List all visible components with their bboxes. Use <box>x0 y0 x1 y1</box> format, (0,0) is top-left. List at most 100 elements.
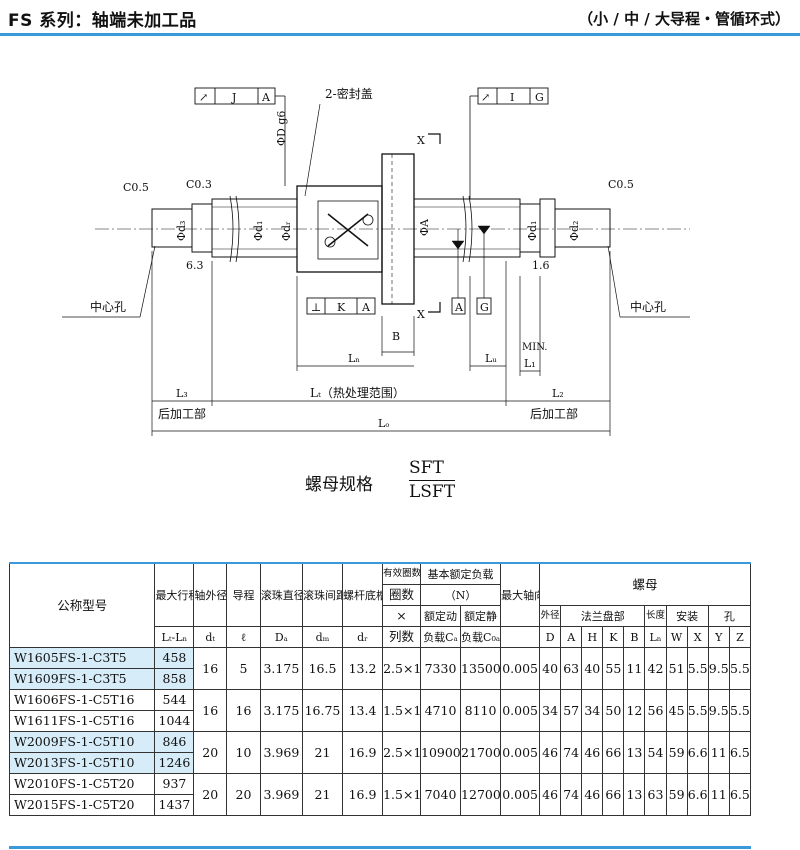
cell-b: 13 <box>623 731 646 774</box>
model-cell: W2010FS-1-C5T20 <box>8 773 156 795</box>
chamfer-c03: C0.3 <box>186 178 212 191</box>
stroke-cell: 1246 <box>154 752 195 774</box>
cell-h: 40 <box>581 647 604 690</box>
dim-d2: Φd₂ <box>568 221 581 241</box>
cell-pcd: 21 <box>301 731 344 774</box>
col-stroke: 最大行程 <box>154 562 195 627</box>
cell-ball: 3.175 <box>259 689 303 732</box>
header-rule <box>0 33 800 36</box>
col-model: 公称型号 <box>8 562 156 648</box>
roughness-1-6: 1.6 <box>532 259 550 272</box>
cell-root: 13.4 <box>342 689 384 732</box>
spec-table: 公称型号 最大行程 轴外径 导程 滚珠直径 滚珠间距圆直径 螺杆底槽直径 有效圈… <box>8 562 752 816</box>
page-header: FS 系列：轴端未加工品 （小 / 中 / 大导程・管循环式） <box>0 0 800 36</box>
svg-text:K: K <box>337 301 346 314</box>
stroke-cell: 1437 <box>154 794 195 816</box>
svg-text:G: G <box>535 91 544 104</box>
cell-root: 16.9 <box>342 731 384 774</box>
cell-ln: 63 <box>644 773 667 816</box>
stroke-cell: 858 <box>154 668 195 690</box>
nut-spec-label: 螺母规格 <box>305 475 373 495</box>
datum-g: G <box>476 225 492 315</box>
tolerance-frame-right: ↗ I G <box>469 87 549 199</box>
dim-L2: L₂ <box>552 387 564 400</box>
cell-z: 6.5 <box>728 731 752 774</box>
cell-ln: 54 <box>644 731 667 774</box>
post-processing-left: 后加工部 <box>158 406 206 421</box>
dim-dr: Φdᵣ <box>280 221 293 241</box>
cell-d: 40 <box>539 647 562 690</box>
cell-lead: 5 <box>226 647 261 690</box>
cell-coa: 12700 <box>460 773 502 816</box>
dim-L3: L₃ <box>176 387 188 400</box>
cell-h: 46 <box>581 773 604 816</box>
cell-coa: 21700 <box>460 731 502 774</box>
cell-a: 74 <box>560 773 583 816</box>
phi-g6-label: ΦD g6 <box>275 111 288 146</box>
cell-a: 74 <box>560 731 583 774</box>
cell-y: 9.5 <box>707 689 730 732</box>
model-cell: W1606FS-1-C5T16 <box>8 689 156 711</box>
cell-turns: 2.5×1 <box>382 647 421 690</box>
stroke-cell: 544 <box>154 689 195 711</box>
cell-k: 66 <box>602 773 625 816</box>
right-shaft-end <box>554 208 611 248</box>
col-load: 基本额定负载 <box>419 562 502 585</box>
cell-pcd: 16.5 <box>301 647 344 690</box>
cell-w: 45 <box>665 689 688 732</box>
cell-z: 6.5 <box>728 773 752 816</box>
svg-text:G: G <box>480 301 489 314</box>
dim-Lu: Lᵤ <box>485 352 497 365</box>
cell-k: 55 <box>602 647 625 690</box>
seal-label: 2-密封盖 <box>325 86 373 101</box>
svg-text:A: A <box>454 301 464 314</box>
svg-text:A: A <box>261 91 271 104</box>
cell-x: 6.6 <box>686 731 709 774</box>
svg-text:J: J <box>231 91 236 104</box>
cell-bl: 0.005 <box>500 731 541 774</box>
cell-d: 46 <box>539 731 562 774</box>
svg-text:⊥: ⊥ <box>311 301 321 314</box>
center-hole-right: 中心孔 <box>630 299 666 314</box>
cell-bl: 0.005 <box>500 773 541 816</box>
dim-d1: Φd₁ <box>252 221 265 241</box>
cell-a: 63 <box>560 647 583 690</box>
cell-w: 51 <box>665 647 688 690</box>
section-x-top: X <box>417 134 425 147</box>
cell-bl: 0.005 <box>500 647 541 690</box>
page-subtitle: （小 / 中 / 大导程・管循环式） <box>578 10 790 28</box>
dim-phiA: ΦA <box>418 218 431 236</box>
roughness-6-3: 6.3 <box>186 259 204 272</box>
stroke-cell: 1044 <box>154 710 195 732</box>
model-cell: W2015FS-1-C5T20 <box>8 794 156 816</box>
cell-y: 9.5 <box>707 647 730 690</box>
cell-a: 57 <box>560 689 583 732</box>
stroke-cell: 458 <box>154 647 195 669</box>
dim-d1-right: Φd₁ <box>526 221 539 241</box>
dim-Lo: Lₒ <box>378 417 390 430</box>
cell-ca: 10900 <box>419 731 462 774</box>
table-bottom-rule <box>9 846 751 849</box>
chamfer-c05-right: C0.5 <box>608 178 634 191</box>
cell-ball: 3.969 <box>259 731 303 774</box>
cell-h: 46 <box>581 731 604 774</box>
cell-d: 34 <box>539 689 562 732</box>
center-hole-left: 中心孔 <box>90 299 126 314</box>
cell-ca: 4710 <box>419 689 462 732</box>
cell-k: 50 <box>602 689 625 732</box>
cell-b: 11 <box>623 647 646 690</box>
cell-coa: 8110 <box>460 689 502 732</box>
dim-min: MIN. <box>522 342 547 353</box>
cell-ln: 56 <box>644 689 667 732</box>
cell-b: 12 <box>623 689 646 732</box>
ball-screw-drawing: ↗ J A ↗ I G ⊥ K A 2-密封盖 ΦD g6 C0.5 C0.3 … <box>62 86 690 436</box>
section-x-bottom: X <box>417 308 425 321</box>
cell-pcd: 16.75 <box>301 689 344 732</box>
col-root: 螺杆底槽直径 <box>342 562 384 627</box>
